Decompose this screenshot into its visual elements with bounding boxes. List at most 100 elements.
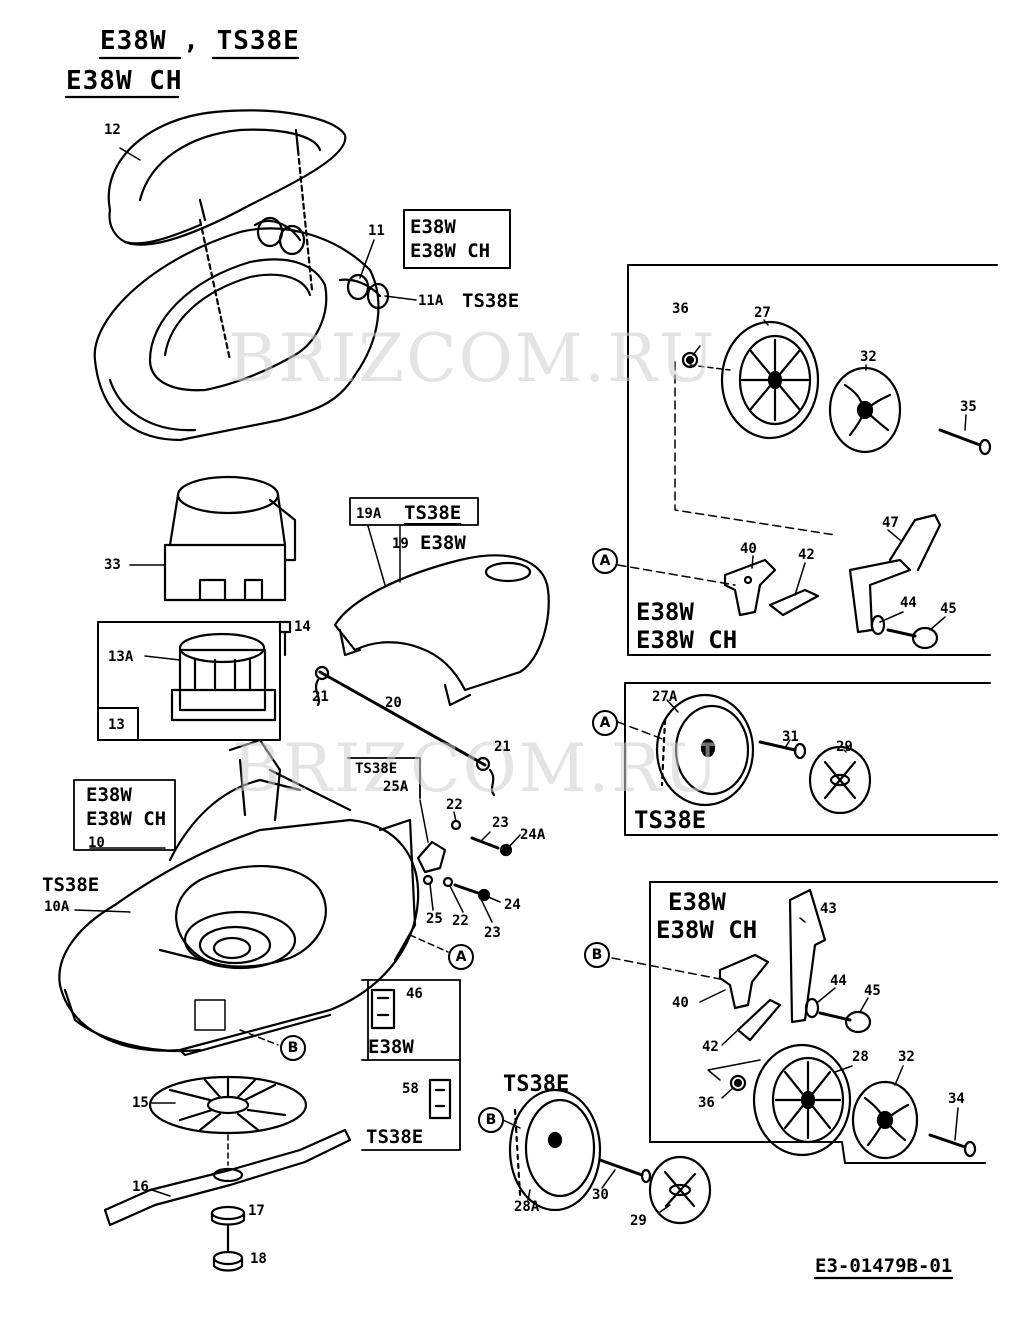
lever-47 <box>848 513 942 634</box>
leader <box>834 1065 853 1073</box>
leader <box>74 909 131 913</box>
hubcap-32-b <box>851 1080 919 1160</box>
panel-a-ts <box>624 682 998 836</box>
leader <box>359 239 375 279</box>
variant-label: TS38E <box>366 1126 424 1148</box>
part-label: 36 <box>698 1095 715 1111</box>
part-label: 13A <box>108 649 134 665</box>
part-label: 42 <box>798 547 815 563</box>
part-label: 33 <box>104 557 121 573</box>
part-label: 14 <box>294 619 311 635</box>
part-label: 10 <box>88 835 105 851</box>
wheel-27 <box>720 320 820 440</box>
part-label: 30 <box>592 1187 609 1203</box>
hubcap-29-a <box>808 745 872 815</box>
washer-36-a <box>681 351 699 369</box>
leader <box>453 811 457 822</box>
leader <box>799 917 806 923</box>
part-label: 18 <box>250 1251 267 1267</box>
ref-marker-a: A <box>592 548 618 574</box>
part-label: 23 <box>484 925 501 941</box>
leader <box>481 831 491 841</box>
axle-bolt-31 <box>758 740 807 760</box>
leader <box>894 1065 904 1086</box>
part-label: 27A <box>652 689 678 705</box>
variant-label: E38W <box>636 598 694 626</box>
variant-box-11 <box>403 209 511 269</box>
leader <box>367 525 386 586</box>
bracket-box <box>361 979 461 1151</box>
washer-36-b <box>729 1074 747 1092</box>
washer-44-a <box>870 614 886 636</box>
handle-19 <box>333 554 550 707</box>
panel-b <box>649 881 998 1164</box>
leader <box>119 147 141 161</box>
variant-label: E38W CH <box>636 626 738 654</box>
variant-label: E38W <box>86 784 132 806</box>
leader <box>859 997 869 1013</box>
part-label: 12 <box>104 122 121 138</box>
variant-label: E38W <box>410 216 456 238</box>
drawing-number: E3-01479B-01 <box>815 1255 953 1277</box>
leader <box>794 562 806 596</box>
bracket-46 <box>370 988 396 1030</box>
hardware-22-25 <box>416 819 513 902</box>
wheel-27a <box>655 693 755 807</box>
variant-label: E38W CH <box>86 808 167 830</box>
part-label: 19A <box>356 506 382 522</box>
part-label: 44 <box>900 595 917 611</box>
part-label: 25A <box>383 779 409 795</box>
page-title: E38W , TS38E <box>100 26 300 56</box>
leader <box>887 529 901 541</box>
leader <box>151 1189 171 1197</box>
part-label: 29 <box>836 739 853 755</box>
part-label: 10A <box>44 899 70 915</box>
leader <box>929 616 946 631</box>
part-label: 43 <box>820 901 837 917</box>
hood-cover-12 <box>107 109 347 246</box>
part-label: 34 <box>948 1091 965 1107</box>
variant-label: TS38E <box>503 1072 570 1097</box>
part-label: 11 <box>368 223 385 239</box>
bracket-40-a <box>723 558 777 617</box>
axle-20 <box>314 665 496 797</box>
variant-label: TS38E <box>462 290 520 312</box>
ref-line-a <box>617 564 736 586</box>
motor-13a <box>170 632 277 722</box>
part-label: 42 <box>702 1039 719 1055</box>
variant-label: E38W <box>420 532 466 554</box>
plate-42-b <box>736 998 782 1042</box>
leader <box>763 319 769 326</box>
variant-box-19 <box>349 497 479 526</box>
leader <box>954 1107 959 1141</box>
leader <box>784 739 791 749</box>
part-label: 40 <box>740 541 757 557</box>
ref-marker-a: A <box>448 944 474 970</box>
bolt-35 <box>938 428 992 456</box>
leader <box>721 1087 734 1099</box>
part-label: 19 <box>392 536 409 552</box>
mower-deck-10 <box>58 738 420 1057</box>
panel-a-top <box>627 264 998 656</box>
motor-housing-11 <box>93 148 390 442</box>
ref-line-a <box>409 934 449 953</box>
variant-label: E38W <box>668 888 726 916</box>
lever-43 <box>788 888 827 1024</box>
bolt-45-a <box>886 626 939 650</box>
leader <box>659 1204 671 1213</box>
part-label: 45 <box>940 601 957 617</box>
part-label: 22 <box>446 797 463 813</box>
leader <box>485 895 501 903</box>
variant-label: E38W CH <box>656 916 758 944</box>
part-label: 47 <box>882 515 899 531</box>
bolt-18 <box>212 1224 244 1272</box>
assembly-line <box>674 361 836 536</box>
page-subtitle: E38W CH <box>66 66 183 96</box>
leader <box>419 799 429 843</box>
ref-marker-b: B <box>280 1035 306 1061</box>
leader <box>479 896 493 923</box>
leader <box>879 611 904 623</box>
part-label: 21 <box>494 739 511 755</box>
screw-14 <box>278 620 292 657</box>
ref-line-b <box>611 957 726 981</box>
